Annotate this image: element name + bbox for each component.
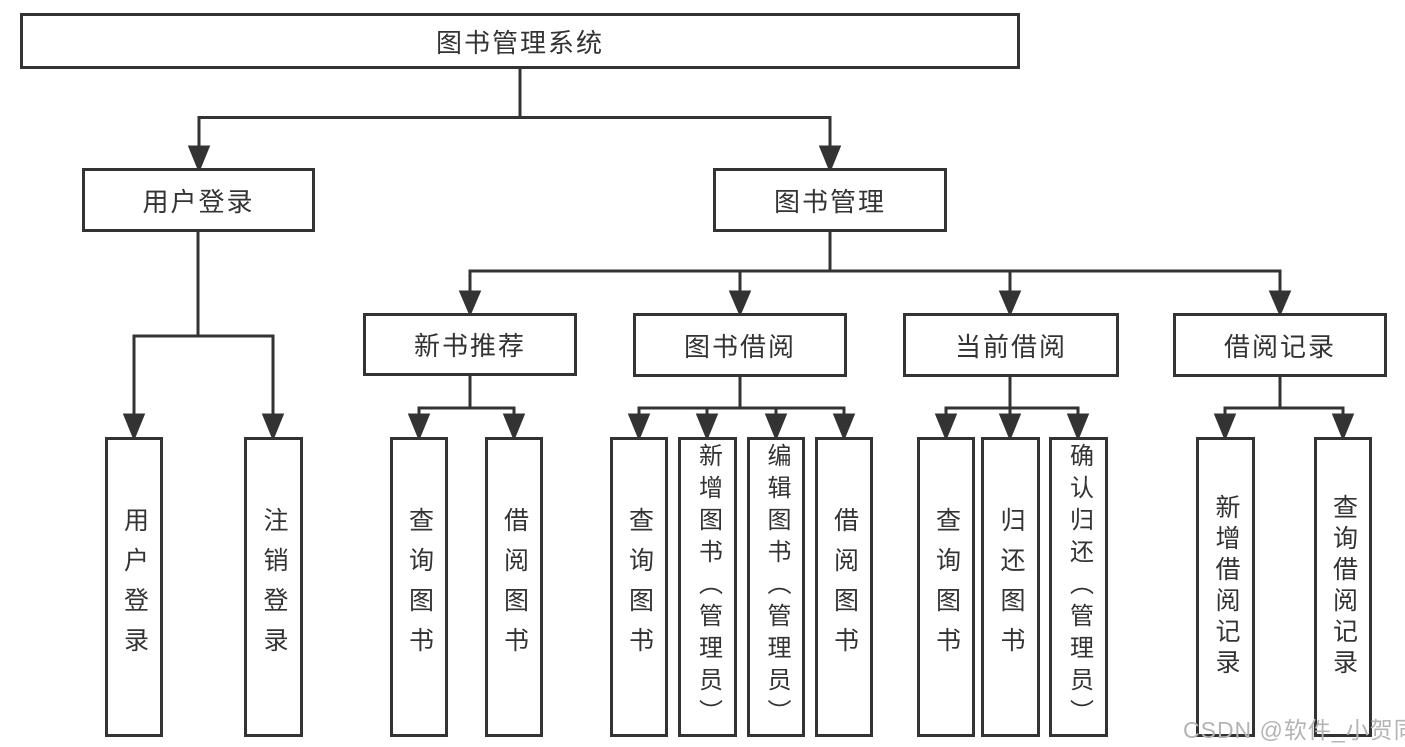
leaf-return-book-label: 归还图书 <box>997 507 1025 667</box>
leaf-query-books-recommend-label: 查询图书 <box>405 507 434 667</box>
leaf-query-books-borrow-label: 查询图书 <box>625 507 654 667</box>
leaf-query-borrow-record: 查询借阅记录 <box>1314 437 1372 737</box>
node-user-login-label: 用户登录 <box>142 186 255 217</box>
connector-borrow-records-branch <box>1213 377 1355 441</box>
leaf-add-borrow-record: 新增借阅记录 <box>1196 437 1255 737</box>
node-book-borrow-label: 图书借阅 <box>683 331 796 362</box>
connector-current-borrow-branch <box>934 377 1090 441</box>
leaf-user-login: 用户登录 <box>105 437 163 737</box>
connector-root-to-level2 <box>187 69 842 173</box>
node-borrow-records-label: 借阅记录 <box>1223 331 1336 362</box>
node-new-book-recommend-label: 新书推荐 <box>413 331 526 361</box>
leaf-query-books-current-label: 查询图书 <box>932 507 961 667</box>
node-current-borrow-label: 当前借阅 <box>954 331 1067 362</box>
leaf-add-book-admin: 新增图书（管理员） <box>678 437 737 737</box>
connector-new-book-branch <box>407 375 526 441</box>
leaf-edit-book-admin: 编辑图书（管理员） <box>747 437 805 737</box>
node-book-borrow: 图书借阅 <box>633 313 847 377</box>
node-user-login: 用户登录 <box>82 168 315 232</box>
node-new-book-recommend: 新书推荐 <box>363 313 577 376</box>
leaf-query-books-recommend: 查询图书 <box>390 437 448 737</box>
leaf-edit-book-admin-label: 编辑图书（管理员） <box>763 443 790 731</box>
leaf-logout: 注销登录 <box>244 437 303 737</box>
leaf-add-book-admin-label: 新增图书（管理员） <box>694 443 722 731</box>
node-book-management: 图书管理 <box>713 168 947 232</box>
leaf-return-book: 归还图书 <box>981 437 1040 737</box>
node-current-borrow: 当前借阅 <box>903 313 1119 377</box>
leaf-borrow-books: 借阅图书 <box>815 437 873 737</box>
leaf-borrow-books-label: 借阅图书 <box>830 507 859 667</box>
connector-user-login-branch <box>122 232 285 441</box>
leaf-logout-label: 注销登录 <box>260 507 288 667</box>
node-borrow-records: 借阅记录 <box>1173 313 1387 377</box>
leaf-confirm-return-admin: 确认归还（管理员） <box>1049 437 1108 737</box>
leaf-query-borrow-record-label: 查询借阅记录 <box>1329 494 1358 680</box>
csdn-watermark: CSDN @软件_小贺同学 <box>1183 717 1405 743</box>
node-root-label: 图书管理系统 <box>435 27 604 58</box>
leaf-query-books-current: 查询图书 <box>917 437 975 737</box>
leaf-add-borrow-record-label: 新增借阅记录 <box>1212 494 1240 680</box>
leaf-borrow-books-recommend: 借阅图书 <box>485 437 543 737</box>
connector-book-borrow-branch <box>627 377 856 441</box>
leaf-query-books-borrow: 查询图书 <box>610 437 668 737</box>
leaf-user-login-label: 用户登录 <box>120 507 149 667</box>
node-root: 图书管理系统 <box>20 13 1020 69</box>
node-book-management-label: 图书管理 <box>773 186 886 217</box>
connector-book-management-to-level3 <box>458 232 1292 317</box>
leaf-borrow-books-recommend-label: 借阅图书 <box>500 507 529 667</box>
leaf-confirm-return-admin-label: 确认归还（管理员） <box>1065 443 1093 731</box>
